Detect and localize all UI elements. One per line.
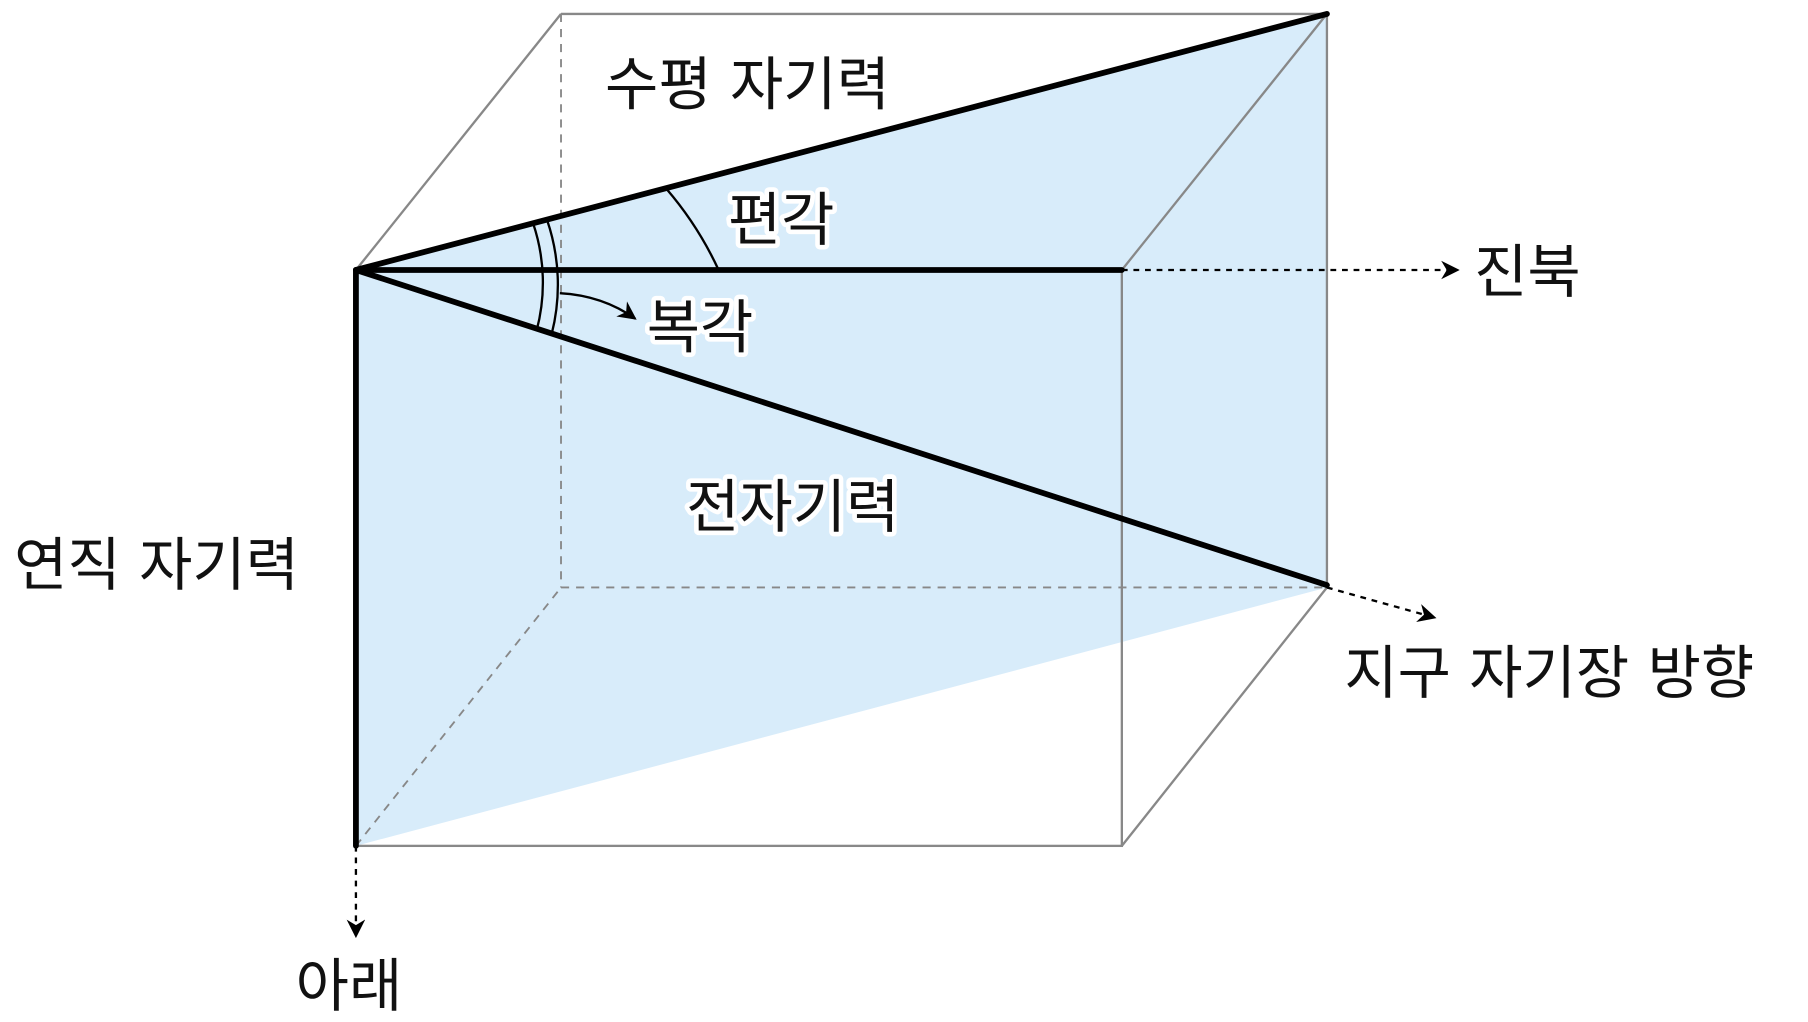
label-down: 아래 bbox=[296, 952, 403, 1020]
vectors bbox=[353, 11, 1330, 849]
label-declination: 편각 bbox=[728, 186, 835, 254]
box-hidden-edges bbox=[355, 13, 1327, 847]
label-inclination: 복각 bbox=[647, 294, 754, 362]
direction-arrows bbox=[346, 260, 1460, 939]
inclination-arc-inner bbox=[532, 223, 544, 331]
declination-arc bbox=[665, 188, 720, 271]
label-horizontal-force: 수평 자기력 bbox=[605, 50, 890, 118]
field-direction-arrow bbox=[1326, 586, 1437, 623]
angle-arcs bbox=[532, 188, 720, 334]
total-force-vector bbox=[353, 267, 1330, 589]
label-total-force: 전자기력 bbox=[686, 473, 899, 541]
label-field-direction: 지구 자기장 방향 bbox=[1344, 639, 1754, 707]
label-vertical-force: 연직 자기력 bbox=[14, 531, 299, 599]
inclination-pointer-arrow bbox=[559, 292, 637, 320]
horizontal-force-vector bbox=[353, 11, 1330, 273]
inclination-arc-outer bbox=[546, 219, 559, 334]
label-true-north: 진북 bbox=[1474, 238, 1581, 306]
